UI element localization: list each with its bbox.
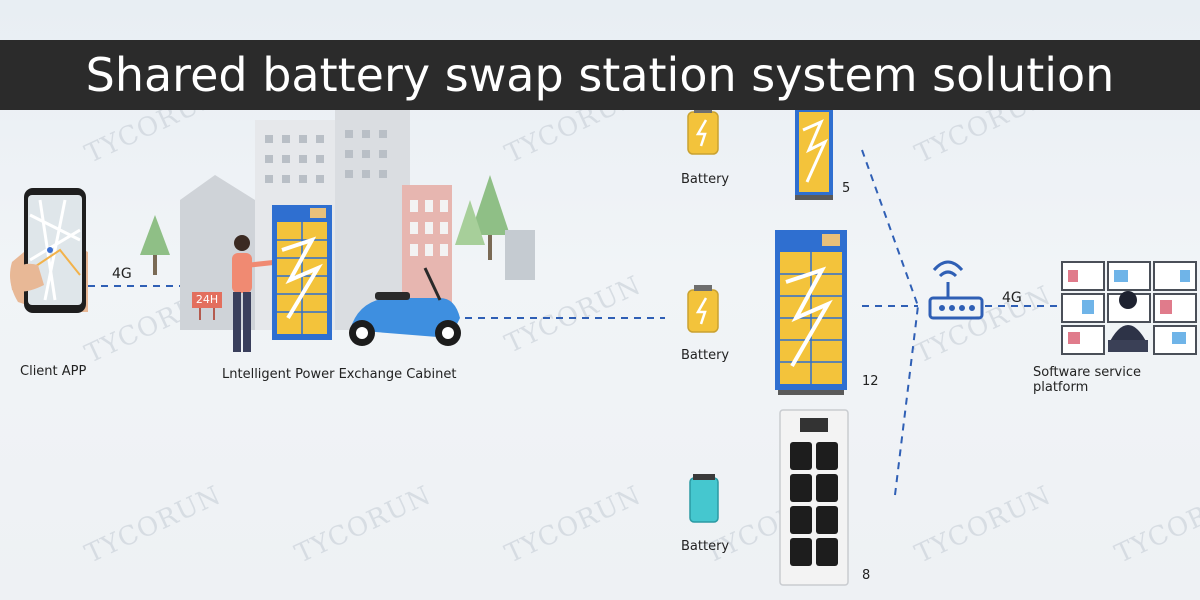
- exchange-cabinet: [272, 205, 332, 340]
- title-banner: Shared battery swap station system solut…: [0, 40, 1200, 110]
- page-title: Shared battery swap station system solut…: [85, 48, 1115, 102]
- scooter: [349, 267, 461, 346]
- software-platform: [1061, 261, 1197, 355]
- person-figure: [232, 235, 279, 352]
- cabinet-count-bottom: 8: [862, 568, 871, 583]
- battery-label-bottom: Battery: [681, 539, 730, 554]
- client-phone: [10, 188, 88, 313]
- client-app-label: Client APP: [20, 364, 87, 379]
- battery-label-mid: Battery: [681, 348, 730, 363]
- hub-to-top-line: [861, 149, 919, 307]
- cabinet-count-top: 5: [842, 181, 851, 196]
- battery-icon-bottom: [689, 474, 719, 523]
- battery-icon-mid: [687, 285, 719, 333]
- cabinet-bottom: [779, 409, 849, 586]
- software-platform-label: Software service platform: [1033, 365, 1142, 395]
- battery-label-top: Battery: [681, 172, 730, 187]
- cabinet-middle: [775, 230, 847, 395]
- cabinet-label: Lntelligent Power Exchange Cabinet: [222, 367, 457, 382]
- cabinet-count-middle: 12: [862, 374, 879, 389]
- battery-icon-top: [687, 107, 719, 155]
- hub-to-bottom-line: [894, 305, 919, 496]
- connection-lines: [88, 149, 1060, 496]
- cabinet-top: [795, 110, 833, 200]
- app-link-label: 4G: [112, 266, 132, 282]
- router-link-label: 4G: [1002, 290, 1022, 306]
- router-icon: [928, 260, 984, 320]
- 24h-sign: [192, 292, 222, 320]
- 24h-badge: 24H: [195, 293, 219, 306]
